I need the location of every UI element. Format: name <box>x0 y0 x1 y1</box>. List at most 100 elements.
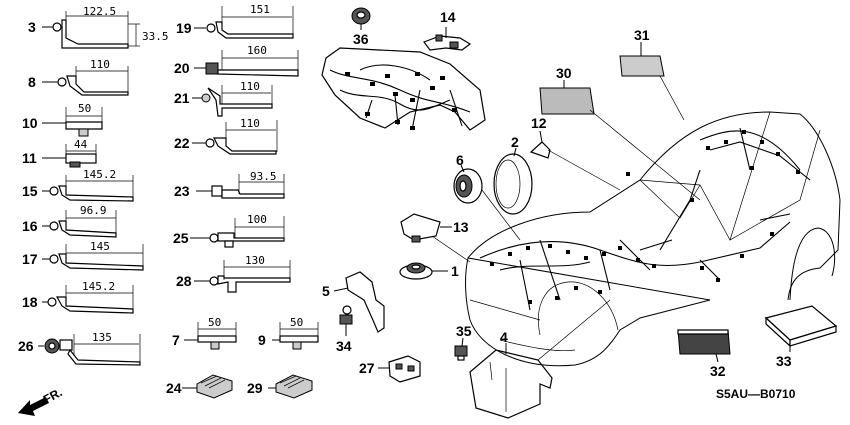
clip-25 <box>190 216 285 248</box>
callout-23: 23 <box>174 183 190 199</box>
clip-19 <box>194 6 294 39</box>
clip-7 <box>184 322 237 350</box>
callout-35: 35 <box>456 323 472 339</box>
callout-19: 19 <box>176 20 192 36</box>
clip-22 <box>192 120 278 155</box>
dimension-15: 145.2 <box>83 168 116 181</box>
callout-22: 22 <box>174 135 190 151</box>
clip-20 <box>194 50 299 77</box>
callout-11: 11 <box>22 150 37 166</box>
callout-31: 31 <box>634 27 650 43</box>
callout-4: 4 <box>500 329 508 345</box>
callout-16: 16 <box>22 218 38 234</box>
callout-1: 1 <box>451 263 459 279</box>
dimension-19: 151 <box>250 3 270 16</box>
clip-9 <box>272 322 319 350</box>
grommet-36 <box>351 7 371 30</box>
clip-26 <box>38 334 141 366</box>
clip-23 <box>196 174 285 199</box>
clip-18 <box>42 285 134 314</box>
callout-7: 7 <box>172 332 180 348</box>
callout-36: 36 <box>353 31 369 47</box>
dimension-8: 110 <box>90 58 110 71</box>
clip-12 <box>529 130 551 159</box>
clip-21 <box>192 85 273 117</box>
callout-3: 3 <box>28 19 36 35</box>
vehicle-wire-harness <box>479 127 811 311</box>
callout-26: 26 <box>18 338 34 354</box>
dimension-25: 100 <box>247 213 267 226</box>
bolt-34 <box>339 305 353 336</box>
callout-33: 33 <box>776 353 792 369</box>
callout-25: 25 <box>173 230 189 246</box>
callout-18: 18 <box>22 294 38 310</box>
dimension-16: 96.9 <box>80 204 107 217</box>
callout-32: 32 <box>710 363 726 379</box>
bracket-5 <box>333 271 385 333</box>
clip-28 <box>194 260 291 293</box>
bracket-14 <box>423 27 472 51</box>
pad-30 <box>539 80 595 115</box>
dimension-17: 145 <box>90 240 110 253</box>
clip-16 <box>42 210 117 238</box>
dimension-11: 44 <box>74 138 88 151</box>
connector-29 <box>268 374 313 399</box>
pad-32 <box>677 329 731 363</box>
diagram-code: S5AU—B0710 <box>716 387 796 401</box>
pad-33 <box>764 305 838 352</box>
dimension-28: 130 <box>245 254 265 267</box>
dashboard-wire-harness <box>321 47 486 131</box>
callout-21: 21 <box>174 90 190 106</box>
pad-31 <box>619 42 665 77</box>
callout-10: 10 <box>22 115 38 131</box>
dimension-9: 50 <box>290 316 303 329</box>
callout-27: 27 <box>359 360 375 376</box>
dimension-10: 50 <box>78 102 91 115</box>
callout-29: 29 <box>247 380 263 396</box>
clip-15 <box>42 175 134 202</box>
callout-30: 30 <box>556 65 572 81</box>
callout-28: 28 <box>176 273 192 289</box>
leader-lines <box>431 75 701 361</box>
callout-5: 5 <box>322 283 330 299</box>
clip-11 <box>42 144 97 168</box>
front-direction-arrow-icon <box>18 397 49 416</box>
dimension-22: 110 <box>240 117 260 130</box>
dimension-23: 93.5 <box>250 170 277 183</box>
callout-13: 13 <box>453 219 469 235</box>
clip-3 <box>42 11 140 49</box>
clip-17 <box>42 244 144 271</box>
callout-14: 14 <box>440 9 456 25</box>
grommet-2 <box>493 147 533 215</box>
callout-9: 9 <box>258 332 266 348</box>
callout-17: 17 <box>22 251 38 267</box>
callout-20: 20 <box>174 60 190 76</box>
grommet-6 <box>453 164 483 204</box>
dimension-20: 160 <box>247 44 267 57</box>
clip-13 <box>400 213 452 243</box>
bracket-27 <box>378 355 421 383</box>
grommet-1 <box>399 262 448 280</box>
callout-6: 6 <box>456 152 464 168</box>
dimension-26: 135 <box>92 331 112 344</box>
connector-24 <box>182 374 233 399</box>
dimension-18: 145.2 <box>82 280 115 293</box>
dimension-3-height: 33.5 <box>142 30 169 43</box>
callout-12: 12 <box>531 115 547 131</box>
clip-10 <box>42 107 103 137</box>
callout-8: 8 <box>28 74 36 90</box>
callout-2: 2 <box>511 134 519 150</box>
bolt-35 <box>454 337 468 361</box>
dimension-7: 50 <box>208 316 221 329</box>
clip-8 <box>42 66 129 96</box>
vehicle-body-outline <box>465 111 841 367</box>
callout-24: 24 <box>166 380 182 396</box>
dimension-21: 110 <box>240 80 260 93</box>
callout-15: 15 <box>22 183 38 199</box>
dimension-3-length: 122.5 <box>83 5 116 18</box>
connector-dots <box>490 130 800 304</box>
bracket-4 <box>469 343 553 419</box>
callout-34: 34 <box>336 338 352 354</box>
